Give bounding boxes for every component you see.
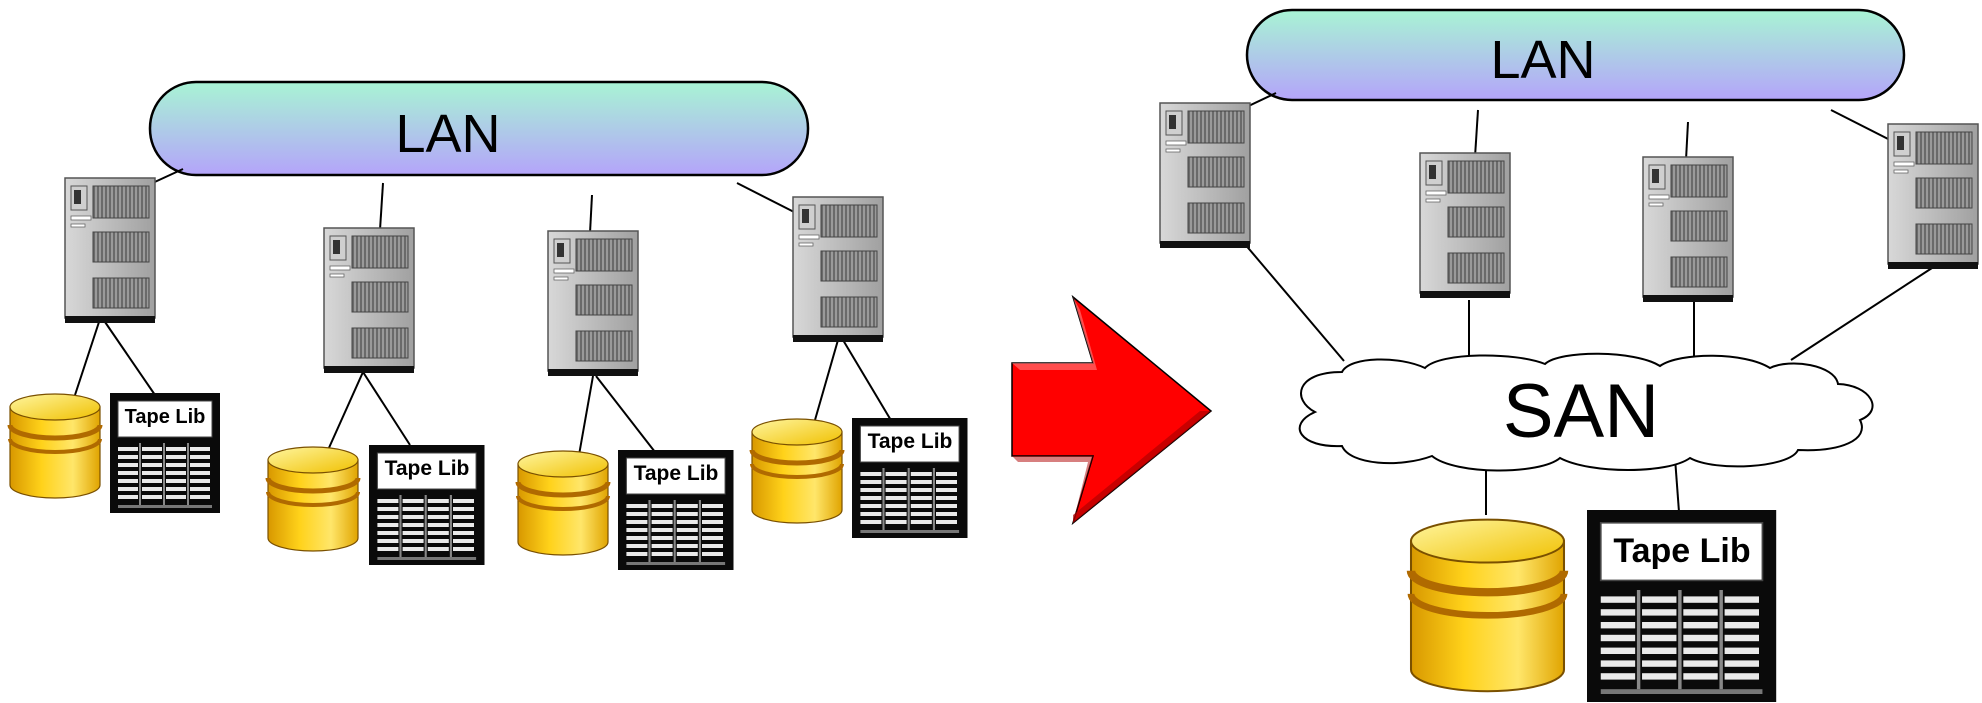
tape-library-icon: Tape Lib: [109, 392, 221, 514]
server-icon: [792, 196, 884, 343]
after-topology: LAN SAN Tape Lib: [1159, 8, 1979, 703]
tape-library-icon: Tape Lib: [368, 444, 486, 566]
storage-links: [74, 321, 893, 456]
tape-library-label: Tape Lib: [1613, 532, 1750, 570]
tape-library-label: Tape Lib: [125, 406, 206, 428]
lan-cloud: LAN: [1245, 8, 1906, 102]
disk-icon: [752, 419, 842, 523]
disk-icon: [10, 394, 100, 498]
transition-arrow: [1011, 294, 1213, 526]
lan-links: [145, 168, 801, 234]
san-cloud: SAN: [1298, 352, 1874, 472]
lan-links: [1237, 92, 1897, 161]
tape-library-icon: Tape Lib: [851, 417, 969, 539]
lan-cloud: LAN: [148, 80, 810, 177]
server-icon: [547, 230, 639, 377]
tape-library-label: Tape Lib: [385, 457, 470, 480]
disk-icon: [268, 447, 358, 551]
lan-label: LAN: [395, 104, 500, 164]
tape-library-icon: Tape Lib: [1586, 509, 1778, 703]
server-icon: [1159, 102, 1251, 249]
tape-library-icon: Tape Lib: [617, 449, 735, 571]
server-icon: [64, 177, 156, 324]
san-links: [1215, 209, 1933, 515]
server-icon: [323, 227, 415, 374]
san-label: SAN: [1503, 369, 1659, 454]
before-topology: LAN Tape Lib Tape Lib: [10, 80, 969, 571]
disk-icon: [1411, 520, 1564, 692]
lan-label: LAN: [1490, 30, 1595, 90]
server-icon: [1642, 156, 1734, 303]
server-icon: [1887, 123, 1979, 270]
disk-icon: [518, 451, 608, 555]
tape-library-label: Tape Lib: [634, 462, 719, 485]
tape-library-label: Tape Lib: [868, 430, 953, 453]
server-icon: [1419, 152, 1511, 299]
